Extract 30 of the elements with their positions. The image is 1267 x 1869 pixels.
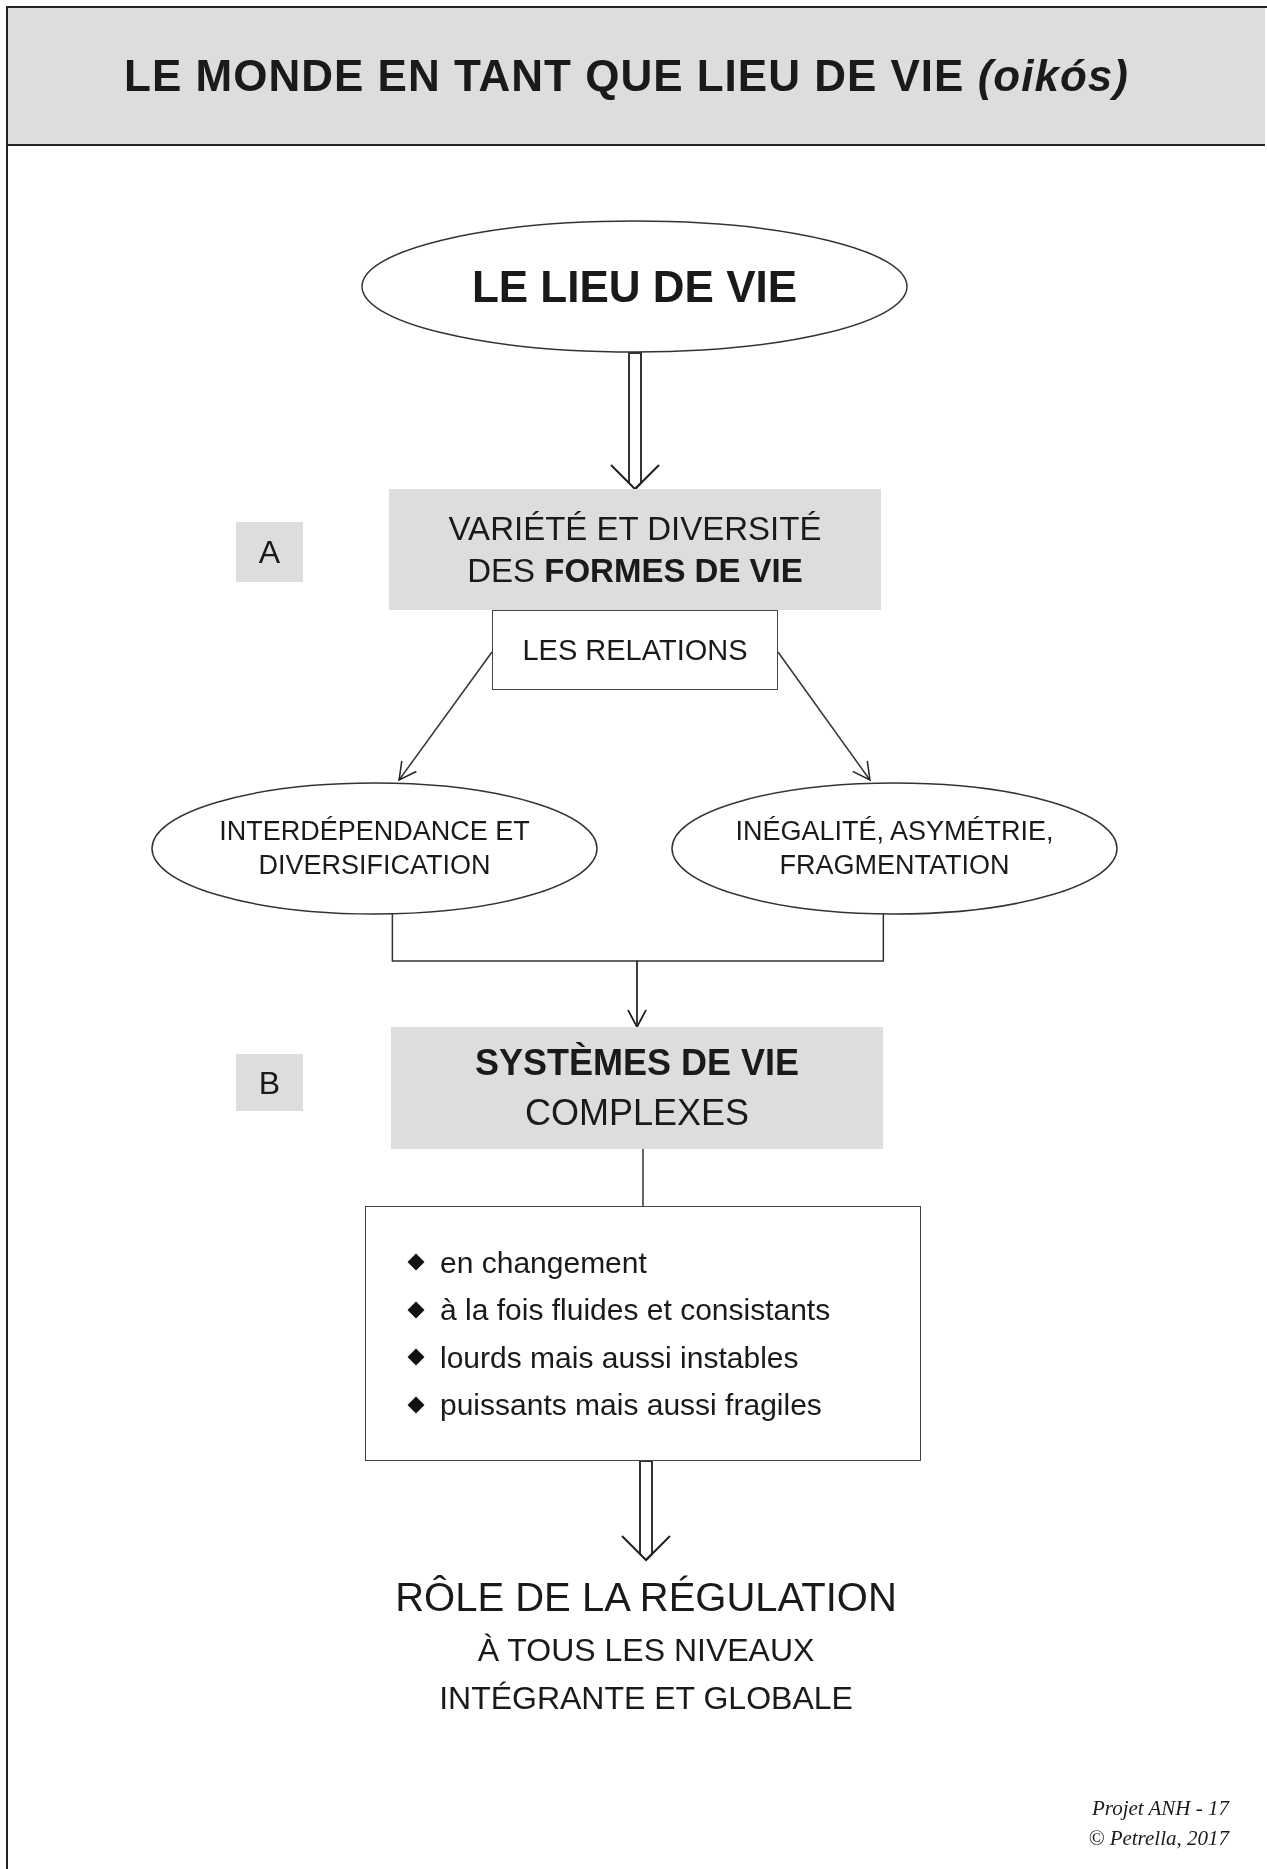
node-text: À TOUS LES NIVEAUX: [477, 1631, 815, 1670]
footer-note: Projet ANH - 17: [1091, 1796, 1229, 1821]
node-text: INTERDÉPENDANCE ET DIVERSIFICATION: [218, 814, 531, 882]
double-arrow: [610, 352, 660, 490]
section-letter: A: [258, 533, 281, 572]
node-text: VARIÉTÉ ET DIVERSITÉ DES FORMES DE VIE: [447, 509, 823, 591]
double-arrow: [621, 1460, 671, 1561]
list-item: en changement: [440, 1244, 647, 1281]
arrow: [777, 651, 871, 781]
connector-line: [642, 1148, 644, 1207]
list-item: à la fois fluides et consistants: [440, 1292, 831, 1328]
arrow: [398, 651, 493, 781]
title: LE MONDE EN TANT QUE LIEU DE VIE (oikós): [124, 51, 1129, 101]
node-text: INTÉGRANTE ET GLOBALE: [439, 1679, 853, 1718]
node-text: SYSTÈMES DE VIE COMPLEXES: [473, 1040, 801, 1135]
section-tag: [236, 522, 303, 582]
node-text: INÉGALITÉ, ASYMÉTRIE, FRAGMENTATION: [734, 814, 1055, 882]
list-item: lourds mais aussi instables: [440, 1339, 799, 1376]
node-text: RÔLE DE LA RÉGULATION: [395, 1574, 897, 1621]
arrow: [627, 912, 885, 1028]
section-tag: [236, 1054, 303, 1111]
bullet-list-box: [365, 1206, 921, 1461]
section-letter: B: [258, 1063, 281, 1103]
node-text: LE LIEU DE VIE: [471, 261, 798, 313]
process-box: [492, 610, 778, 690]
list-item: puissants mais aussi fragiles: [440, 1387, 822, 1423]
footer-note: © Petrella, 2017: [1088, 1826, 1229, 1851]
process-box: [389, 489, 881, 610]
node-text: LES RELATIONS: [522, 632, 748, 668]
process-box: [391, 1027, 883, 1149]
